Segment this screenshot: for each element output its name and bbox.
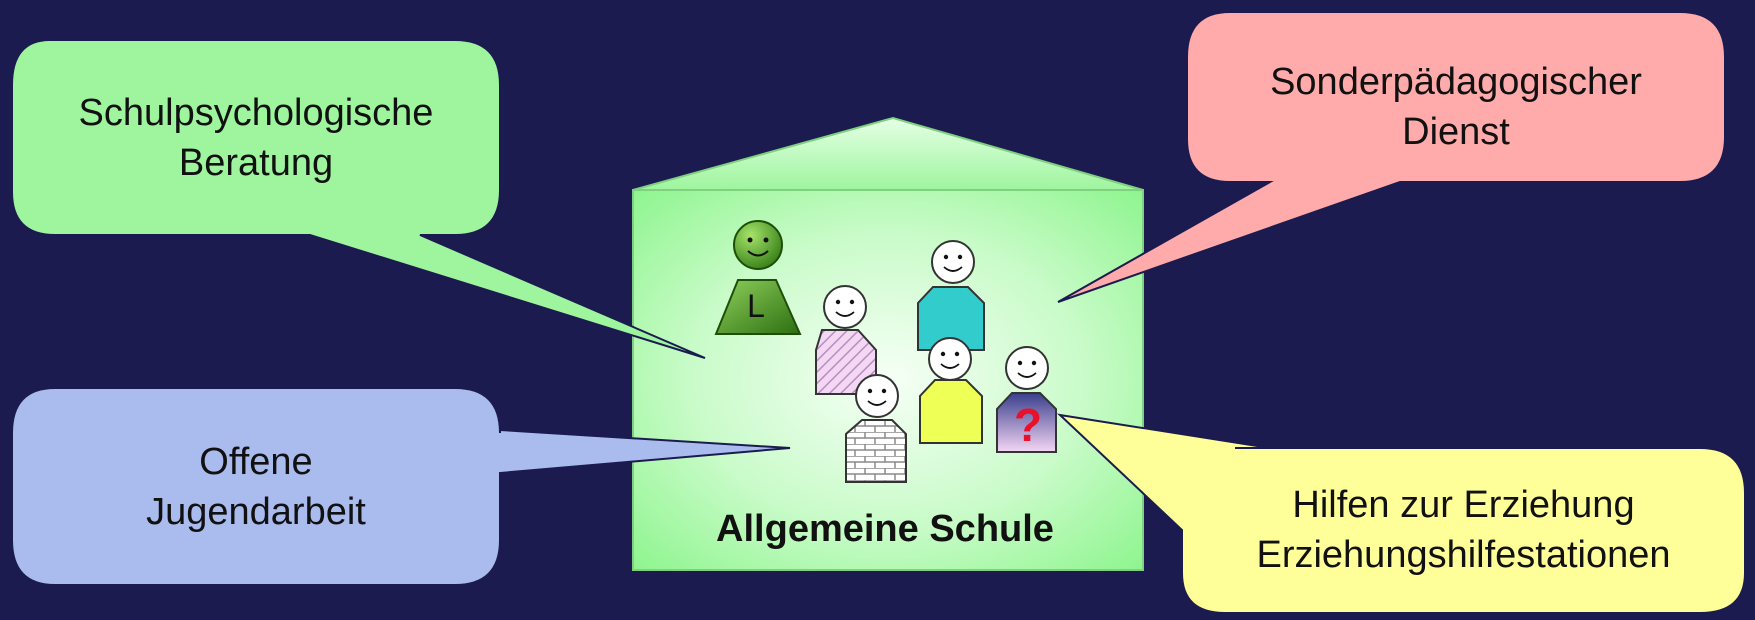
bubble-sonderpaed-line2: Dienst: [1402, 111, 1510, 153]
smiley-face-icon: [1005, 346, 1049, 390]
bubble-jugend-line2: Jugendarbeit: [146, 491, 366, 533]
school-label: Allgemeine Schule: [716, 508, 1054, 550]
bubble-hilfen-zur-erziehung: [1056, 413, 1746, 614]
bubble-jugend-line1: Offene: [199, 441, 313, 483]
school-house: [632, 116, 1144, 571]
smiley-face-icon: [855, 374, 899, 418]
bubble-jugend-text: Offene Jugendarbeit: [12, 437, 500, 537]
bubble-schulpsych-line1: Schulpsychologische: [78, 92, 434, 134]
smiley-face-icon: [928, 337, 972, 381]
teacher-letter: L: [747, 288, 765, 324]
bubble-sonderpaedagogischer-dienst: [1057, 11, 1726, 303]
teacher-figure: [714, 220, 802, 335]
smiley-face-icon: [823, 285, 867, 329]
bubble-hilfen-text: Hilfen zur Erziehung Erziehungshilfestat…: [1182, 480, 1745, 580]
bubble-offene-jugendarbeit: [11, 387, 791, 586]
student-figure-teal: [917, 240, 985, 351]
student-figure-yellow: [919, 337, 983, 444]
bubble-hilfen-line1: Hilfen zur Erziehung: [1292, 484, 1635, 526]
smiley-face-icon: [931, 240, 975, 284]
bubble-schulpsych-text: Schulpsychologische Beratung: [12, 88, 500, 188]
bubble-schulpsych-line2: Beratung: [178, 142, 334, 184]
student-figure-question: [996, 346, 1057, 453]
house-roof: [632, 116, 1144, 191]
student-figure-hatched: [815, 285, 877, 395]
bubble-sonderpaed-text: Sonderpädagogischer Dienst: [1187, 57, 1725, 157]
question-mark-icon: ?: [1013, 399, 1043, 451]
bubble-hilfen-line2: Erziehungshilfestationen: [1256, 534, 1671, 576]
bubble-sonderpaed-line1: Sonderpädagogischer: [1270, 61, 1642, 103]
teacher-body: [714, 279, 802, 335]
teacher-head-icon: [733, 220, 783, 270]
bubble-schulpsychologische-beratung: [11, 39, 706, 359]
student-figure-bricks: [845, 374, 907, 483]
